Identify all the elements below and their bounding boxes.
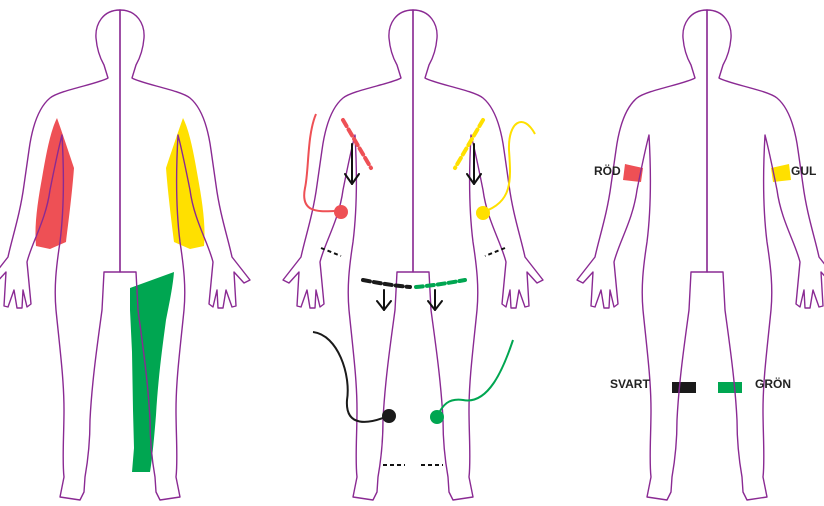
- black-electrode-dot-icon: [382, 409, 396, 423]
- left-wrist-limit: [485, 248, 505, 256]
- label-yellow: GUL: [791, 164, 816, 178]
- label-black: SVART: [610, 377, 650, 391]
- right-arm-red-zone: [35, 118, 74, 249]
- body-outline-2: [283, 10, 543, 500]
- down-arrow-icon: [345, 144, 359, 184]
- yellow-lead-wire: [483, 122, 535, 212]
- red-dashed-line: [343, 120, 371, 168]
- green-electrode-dot-icon: [430, 410, 444, 424]
- black-dashed-line: [363, 280, 410, 287]
- label-red: RÖD: [594, 164, 621, 178]
- down-arrow-icon: [377, 290, 391, 310]
- left-leg-green-zone: [130, 272, 174, 472]
- down-arrow-icon: [467, 144, 481, 184]
- label-green: GRÖN: [755, 377, 791, 391]
- figure-limb-zones: [0, 10, 250, 500]
- right-wrist-limit: [321, 248, 341, 256]
- black-band: [672, 382, 696, 393]
- green-lead-wire: [437, 340, 513, 416]
- figure-cuff-placement: [577, 10, 824, 500]
- figure-electrode-placement: [283, 10, 543, 500]
- yellow-dashed-line: [455, 120, 483, 168]
- green-band: [718, 382, 742, 393]
- left-arm-yellow-zone: [166, 118, 205, 249]
- green-dashed-line: [416, 280, 465, 287]
- yellow-electrode-dot-icon: [476, 206, 490, 220]
- body-outline-1: [0, 10, 250, 500]
- body-outline-3: [577, 10, 824, 500]
- red-electrode-dot-icon: [334, 205, 348, 219]
- black-lead-wire: [313, 332, 388, 422]
- red-lead-wire: [304, 114, 341, 211]
